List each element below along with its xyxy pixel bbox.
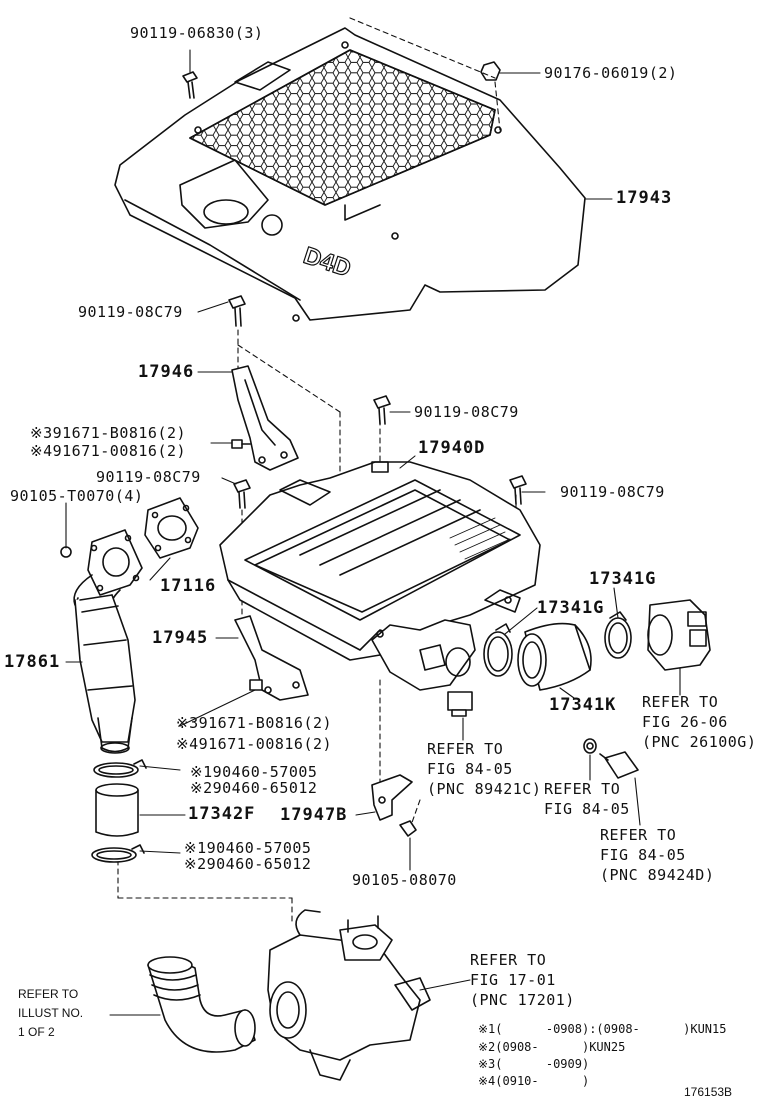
bolt-90119-08c79-d — [509, 475, 527, 505]
gasket-84-05 — [583, 738, 597, 754]
label-90460-57005-b: ※190460-57005 — [184, 839, 312, 857]
inlet-hose — [147, 956, 256, 1053]
clamp-17341g-b — [604, 611, 632, 659]
label-17946: 17946 — [138, 362, 195, 382]
ref-fig17-line1: REFER TO — [470, 951, 547, 969]
bolt-90119-06830 — [182, 71, 198, 99]
ref-fig84c-line3: (PNC 89424D) — [600, 866, 715, 884]
sensor-89421c — [447, 691, 473, 717]
footnote-4: ※4(0910- ) — [478, 1074, 590, 1088]
ref-fig84c-line2: FIG 84-05 — [600, 846, 686, 864]
gasket-17116 — [144, 497, 199, 559]
pipe-17861 — [73, 529, 143, 754]
ref-fig84b-line1: REFER TO — [544, 780, 621, 798]
ref-fig26-line3: (PNC 26100G) — [642, 733, 757, 751]
label-90119-08c79-d: 90119-08C79 — [560, 483, 665, 501]
label-17861: 17861 — [4, 652, 61, 672]
label-17947b: 17947B — [280, 805, 348, 825]
bolt-91671-b0816-b — [249, 679, 263, 691]
ref-fig17-line2: FIG 17-01 — [470, 971, 556, 989]
hose-17341k — [517, 622, 592, 691]
label-90119-08c79-a: 90119-08C79 — [78, 303, 183, 321]
label-17341k: 17341K — [549, 695, 617, 715]
illustration-id: 176153B — [684, 1085, 733, 1099]
ref-fig17-line3: (PNC 17201) — [470, 991, 575, 1009]
label-90119-06830: 90119-06830(3) — [130, 24, 264, 42]
label-90119-08c79-c: 90119-08C79 — [96, 468, 201, 486]
bracket-17945 — [234, 615, 309, 701]
label-17341g-b: 17341G — [537, 598, 605, 618]
hose-17342f — [95, 783, 139, 837]
footnote-1: ※1( -0908):(0908- )KUN15 — [478, 1022, 727, 1036]
ref-fig84a-line1: REFER TO — [427, 740, 504, 758]
label-91671-00816-a: ※491671-00816(2) — [30, 442, 187, 460]
ref-fig84c-line1: REFER TO — [600, 826, 677, 844]
label-17116: 17116 — [160, 576, 217, 596]
label-17943: 17943 — [616, 188, 673, 208]
label-17945: 17945 — [152, 628, 209, 648]
clamp-17341g-a — [483, 623, 513, 677]
throttle-body-26100g — [647, 599, 711, 671]
ref-illust-line3: 1 OF 2 — [18, 1025, 55, 1039]
bracket-17946 — [231, 365, 299, 471]
nut-90176-06019 — [480, 61, 501, 81]
label-17940d: 17940D — [418, 438, 486, 458]
ref-fig84a-line3: (PNC 89421C) — [427, 780, 542, 798]
intercooler-17940d — [219, 461, 541, 691]
engine-cover-17943: D4D — [114, 27, 586, 322]
ref-fig26-line1: REFER TO — [642, 693, 719, 711]
ref-illust-line2: ILLUST NO. — [18, 1006, 84, 1020]
footnote-2: ※2(0908- )KUN25 — [478, 1040, 626, 1054]
label-17341g-a: 17341G — [589, 569, 657, 589]
label-90105-t0070: 90105-T0070(4) — [10, 487, 144, 505]
label-91671-b0816-b: ※391671-B0816(2) — [176, 714, 333, 732]
bolt-90119-08c79-b — [373, 395, 391, 425]
ref-fig84a-line2: FIG 84-05 — [427, 760, 513, 778]
label-91671-b0816-a: ※391671-B0816(2) — [30, 424, 187, 442]
leader-lines — [65, 49, 681, 1016]
bolt-90119-08c79-c — [233, 479, 251, 509]
ref-fig84b-line2: FIG 84-05 — [544, 800, 630, 818]
footnote-3: ※3( -0909) — [478, 1057, 590, 1071]
label-17342f: 17342F — [188, 804, 256, 824]
clamp-90460-a — [93, 759, 147, 778]
label-90105-08070: 90105-08070 — [352, 871, 457, 889]
bolt-90119-08c79-a — [228, 295, 246, 327]
turbocharger-17201 — [267, 909, 431, 1081]
ref-illust-line1: REFER TO — [18, 987, 79, 1001]
bolt-90105-08070 — [399, 820, 417, 837]
bolt-91671-b0816-a — [231, 439, 251, 449]
sensor-89424d — [599, 751, 639, 779]
label-91671-00816-b: ※491671-00816(2) — [176, 735, 333, 753]
label-90176-06019: 90176-06019(2) — [544, 64, 678, 82]
label-90460-57005-a: ※190460-57005 — [190, 763, 318, 781]
label-90119-08c79-b: 90119-08C79 — [414, 403, 519, 421]
ref-fig26-line2: FIG 26-06 — [642, 713, 728, 731]
label-90460-65012-a: ※290460-65012 — [190, 779, 318, 797]
bracket-17947b — [371, 774, 413, 821]
label-90460-65012-b: ※290460-65012 — [184, 855, 312, 873]
clamp-90460-b — [91, 844, 145, 863]
